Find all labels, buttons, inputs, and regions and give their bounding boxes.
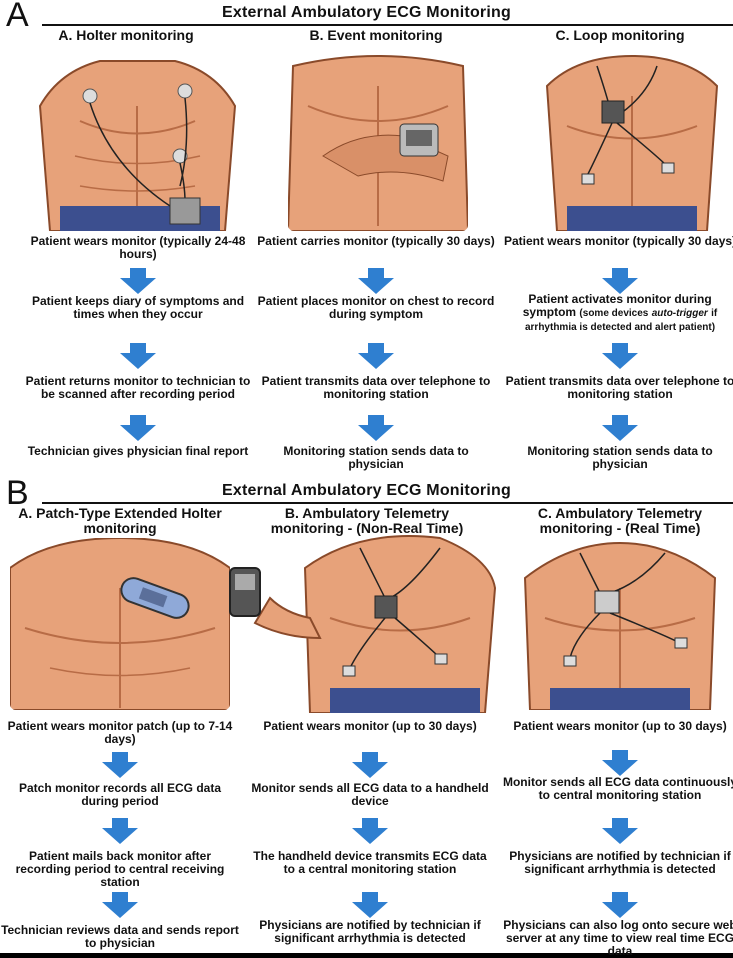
down-arrow-icon [356,415,396,441]
down-arrow-icon [118,268,158,294]
event-step-4: Monitoring station sends data to physici… [256,445,496,471]
panel-a: A External Ambulatory ECG Monitoring A. … [0,0,733,478]
down-arrow-icon [356,268,396,294]
telemetry-rt-step-3: Physicians are notified by technician if… [500,850,733,876]
telemetry-rt-step-4: Physicians can also log onto secure web … [500,919,733,958]
down-arrow-icon [600,818,640,844]
down-arrow-icon [100,752,140,778]
holter-step-2: Patient keeps diary of symptoms and time… [18,295,258,321]
down-arrow-icon [350,752,390,778]
patch-illustration [10,538,230,710]
down-arrow-icon [100,818,140,844]
patch-step-1: Patient wears monitor patch (up to 7-14 … [0,720,240,746]
down-arrow-icon [118,343,158,369]
down-arrow-icon [118,415,158,441]
event-step-2: Patient places monitor on chest to recor… [256,295,496,321]
holter-step-4: Technician gives physician final report [18,445,258,458]
column-event: B. Event monitoring [256,28,496,43]
down-arrow-icon [600,268,640,294]
down-arrow-icon [600,892,640,918]
telemetry-non-real-time-illustration [210,528,500,713]
down-arrow-icon [600,415,640,441]
holter-step-1: Patient wears monitor (typically 24-48 h… [18,235,258,261]
telemetry-rt-step-1: Patient wears monitor (up to 30 days) [500,720,733,733]
patch-step-2: Patch monitor records all ECG data durin… [0,782,240,808]
panel-title: External Ambulatory ECG Monitoring [0,482,733,500]
panel-b: B External Ambulatory ECG Monitoring A. … [0,478,733,953]
down-arrow-icon [600,343,640,369]
loop-step-3: Patient transmits data over telephone to… [500,375,733,401]
telemetry-rt-step-2: Monitor sends all ECG data continuously … [500,776,733,802]
patch-step-3: Patient mails back monitor after recordi… [0,850,240,889]
loop-note-italic: auto-trigger [652,308,708,319]
column-holter: A. Holter monitoring [6,28,246,43]
telemetry-nrt-step-1: Patient wears monitor (up to 30 days) [250,720,490,733]
column-loop: C. Loop monitoring [500,28,733,43]
telemetry-nrt-step-4: Physicians are notified by technician if… [250,919,490,945]
title-divider [42,502,733,504]
column-heading: A. Holter monitoring [6,28,246,43]
column-heading: B. Event monitoring [256,28,496,43]
down-arrow-icon [600,750,640,776]
loop-step-1: Patient wears monitor (typically 30 days… [500,235,733,248]
loop-note-prefix: (some devices [579,308,648,319]
telemetry-nrt-step-3: The handheld device transmits ECG data t… [250,850,490,876]
title-divider [42,24,733,26]
column-heading: A. Patch-Type Extended Holter monitoring [0,506,240,536]
down-arrow-icon [100,892,140,918]
column-patch: A. Patch-Type Extended Holter monitoring [0,506,240,536]
column-telemetry-real-time: C. Ambulatory Telemetry monitoring - (Re… [500,506,733,536]
panel-title: External Ambulatory ECG Monitoring [0,4,733,22]
column-heading: C. Loop monitoring [500,28,733,43]
event-step-1: Patient carries monitor (typically 30 da… [256,235,496,248]
down-arrow-icon [350,818,390,844]
loop-step-2: Patient activates monitor during symptom… [500,293,733,334]
telemetry-real-time-illustration [520,538,720,710]
loop-step-4: Monitoring station sends data to physici… [500,445,733,471]
holter-illustration [20,46,255,231]
patch-step-4: Technician reviews data and sends report… [0,924,240,950]
event-step-3: Patient transmits data over telephone to… [256,375,496,401]
down-arrow-icon [356,343,396,369]
event-illustration [288,46,468,231]
telemetry-nrt-step-2: Monitor sends all ECG data to a handheld… [250,782,490,808]
loop-illustration [537,46,727,231]
column-heading: C. Ambulatory Telemetry monitoring - (Re… [500,506,733,536]
holter-step-3: Patient returns monitor to technician to… [18,375,258,401]
down-arrow-icon [350,892,390,918]
